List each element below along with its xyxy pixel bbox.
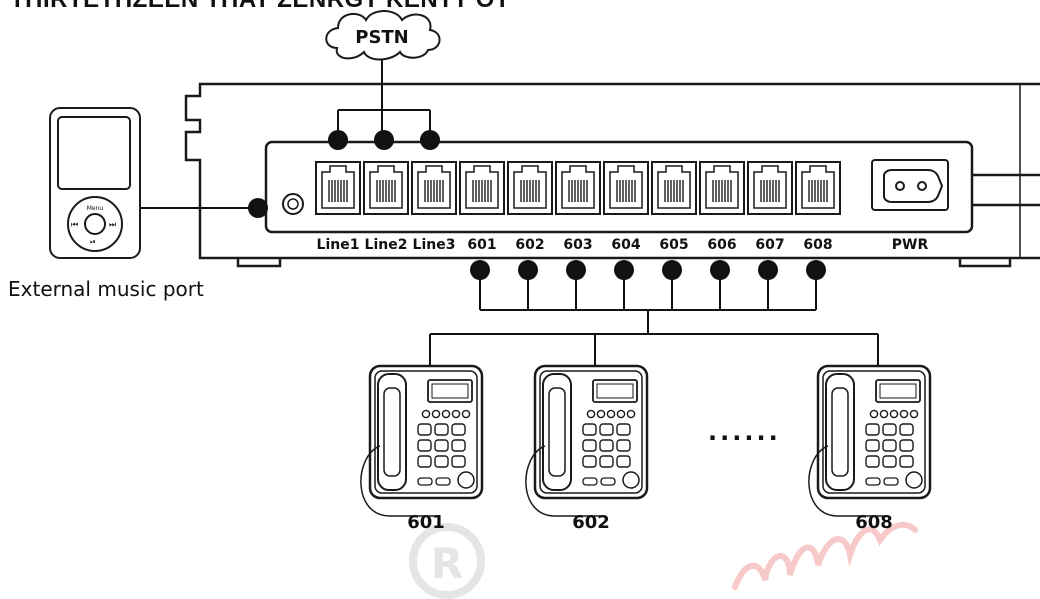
- rj11-port: [315, 161, 361, 215]
- rj11-port: [603, 161, 649, 215]
- desk-phone: 602: [525, 364, 649, 533]
- rj11-port: [651, 161, 697, 215]
- desk-phone: 601: [360, 364, 484, 533]
- rj11-port: [363, 161, 409, 215]
- pstn-cloud: PSTN: [325, 10, 441, 61]
- extension-wiring: [429, 260, 879, 366]
- phone-ext-label: 601: [407, 512, 445, 533]
- desk-phone: 608: [808, 364, 932, 533]
- page-heading: THIRTETHZEEN THAT ZENRGT KENTT OT: [10, 0, 510, 14]
- phone-ext-label: 602: [572, 512, 610, 533]
- line-port-connectors: [328, 130, 440, 150]
- connector-dot: [518, 260, 538, 280]
- music-in-jack: [282, 193, 304, 215]
- port-label: 608: [803, 237, 832, 253]
- connector-dot: [758, 260, 778, 280]
- phones: 601 602 608: [360, 364, 932, 533]
- power-label: PWR: [892, 237, 929, 253]
- port-label: Line2: [365, 237, 408, 253]
- rj11-port: [555, 161, 601, 215]
- port-label: 607: [755, 237, 784, 253]
- music-wire: [140, 198, 268, 218]
- rj11-port: [699, 161, 745, 215]
- external-music-port-caption: External music port: [8, 277, 204, 301]
- rj11-port: [507, 161, 553, 215]
- rj11-port: [795, 161, 841, 215]
- rj11-ports: [315, 130, 841, 215]
- connector-dot: [328, 130, 348, 150]
- connector-dot: [566, 260, 586, 280]
- signature-watermark: [732, 521, 918, 590]
- rj11-port: [459, 161, 505, 215]
- connector-dot: [420, 130, 440, 150]
- pstn-label: PSTN: [355, 27, 409, 48]
- play-pause-icon: ⏯: [90, 238, 96, 246]
- registered-watermark: R: [409, 523, 485, 599]
- connector-dot: [470, 260, 490, 280]
- port-label: 601: [467, 237, 496, 253]
- connector-dot: [710, 260, 730, 280]
- port-labels: Line1 Line2 Line3 601 602 603 604 605 606 607 608: [317, 237, 833, 253]
- prev-track-icon: ⏮: [71, 220, 78, 229]
- connector-dot: [662, 260, 682, 280]
- pstn-wiring: [337, 60, 431, 138]
- port-label: 603: [563, 237, 592, 253]
- rj11-port: [411, 161, 457, 215]
- mp3-player: Menu ⏮ ⏭ ⏯: [49, 107, 141, 259]
- connector-dot: [374, 130, 394, 150]
- port-label: 604: [611, 237, 640, 253]
- svg-text:R: R: [431, 539, 463, 588]
- phone-ext-label: 608: [855, 512, 893, 533]
- port-label: Line3: [413, 237, 456, 253]
- connector-dot: [614, 260, 634, 280]
- connector-dot: [806, 260, 826, 280]
- mp3-menu-label: Menu: [87, 205, 104, 212]
- power-socket: [871, 159, 949, 211]
- port-label: 605: [659, 237, 688, 253]
- port-label: 606: [707, 237, 736, 253]
- more-phones-ellipsis: ......: [708, 418, 781, 446]
- port-label: Line1: [317, 237, 360, 253]
- rj11-port: [747, 161, 793, 215]
- port-label: 602: [515, 237, 544, 253]
- next-track-icon: ⏭: [109, 220, 116, 229]
